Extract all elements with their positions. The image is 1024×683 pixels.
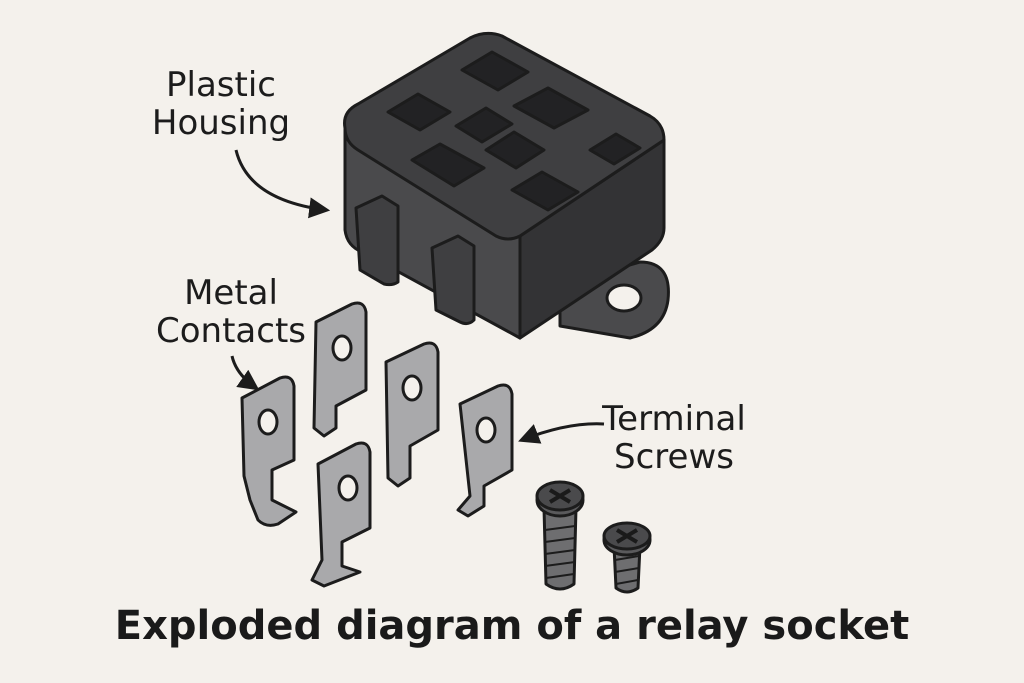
metal-contact	[240, 375, 298, 527]
terminal-screws	[535, 480, 652, 594]
label-plastic-housing-line2: Housing	[151, 103, 291, 143]
metal-contacts	[240, 301, 514, 588]
label-terminal-screws: Terminal Screws	[594, 400, 754, 476]
metal-contact	[456, 383, 514, 518]
label-metal-contacts-line2: Contacts	[156, 311, 306, 351]
label-plastic-housing-line1: Plastic	[166, 65, 276, 105]
screws-leader-arrow	[518, 422, 605, 444]
label-terminal-screws-line2: Screws	[614, 437, 734, 477]
housing-leader-arrow	[234, 149, 331, 219]
plastic-housing	[343, 31, 670, 340]
terminal-screw	[535, 480, 585, 591]
label-metal-contacts: Metal Contacts	[146, 274, 316, 350]
diagram-title: Exploded diagram of a relay socket	[114, 603, 910, 649]
metal-contact	[310, 441, 372, 588]
label-plastic-housing: Plastic Housing	[146, 66, 296, 142]
label-terminal-screws-line1: Terminal	[602, 399, 746, 439]
metal-contact	[384, 341, 440, 488]
contacts-leader-arrow	[230, 355, 260, 391]
terminal-screw	[602, 521, 652, 594]
metal-contact	[312, 301, 368, 438]
label-metal-contacts-line1: Metal	[184, 273, 278, 313]
